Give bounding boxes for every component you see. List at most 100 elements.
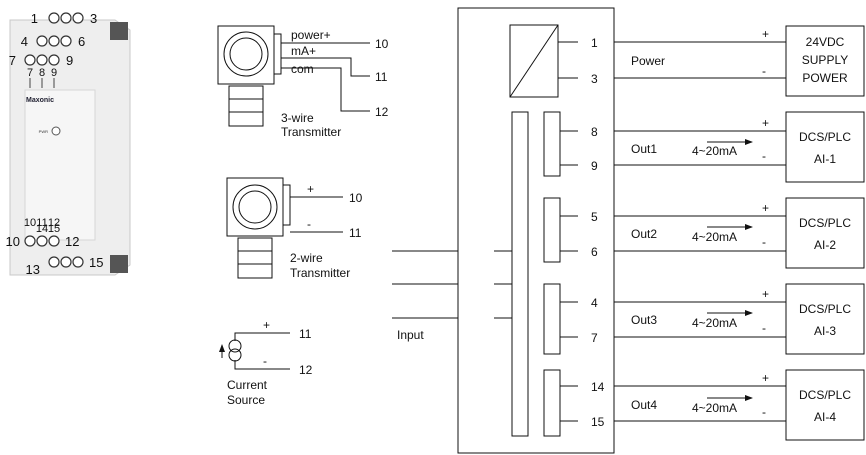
supply-box	[785, 25, 865, 97]
out3-plus: +	[762, 287, 769, 301]
out4-dest-line2: AI-4	[814, 410, 836, 424]
out1-plus: +	[762, 116, 769, 130]
terminal-label-13: 13	[26, 262, 40, 277]
output-block-1	[543, 111, 561, 177]
svg-text:7: 7	[27, 67, 33, 79]
out1-terminal-minus: 9	[591, 159, 598, 173]
dcs-plc-box-2	[785, 197, 865, 269]
out3-signal: 4~20mA	[692, 316, 737, 330]
power-minus: -	[762, 64, 766, 78]
out2-terminal-plus: 5	[591, 210, 598, 224]
svg-text:9: 9	[51, 67, 57, 79]
current-source-icon	[228, 339, 242, 353]
output-4: Out4 4~20mA + - DCS/PLC AI-4	[614, 369, 865, 441]
out1-dest-line2: AI-1	[814, 152, 836, 166]
t3-terminal-11: 11	[375, 70, 388, 84]
power-terminal-3: 3	[591, 72, 598, 86]
top-terminal-screws	[24, 12, 84, 66]
dcs-plc-box-3	[785, 283, 865, 355]
input-isolation-block	[511, 111, 529, 437]
label-com: com	[291, 62, 314, 76]
terminal-label-4: 4	[21, 34, 28, 49]
out4-plus: +	[762, 371, 769, 385]
cs-label-minus: -	[263, 354, 267, 368]
bottom-rail-clip	[110, 255, 128, 273]
bottom-terminal-screws	[24, 235, 84, 268]
out1-minus: -	[762, 149, 766, 163]
dcs-plc-box-1	[785, 111, 865, 183]
out3-minus: -	[762, 321, 766, 335]
out4-terminal-plus: 14	[591, 380, 605, 394]
label-power-plus: power+	[291, 28, 331, 42]
power-indicator-label: PWR	[39, 129, 48, 134]
output-block-2	[543, 197, 561, 263]
terminal-label-12: 12	[65, 234, 79, 249]
caption-3wire-line1: 3-wire	[281, 111, 314, 125]
small-terminal-labels-bottom: 10 11 12 14 15	[24, 217, 60, 235]
power-plus: +	[762, 27, 769, 41]
t2-label-minus: -	[307, 217, 311, 231]
isolator-module: 1 3 8 9 5 6 4 7 14 15	[457, 7, 615, 454]
caption-3wire-line2: Transmitter	[281, 125, 341, 139]
power-led-icon	[51, 126, 61, 136]
input-label: Input	[397, 328, 424, 342]
out2-dest-line2: AI-2	[814, 238, 836, 252]
out3-dest-line1: DCS/PLC	[799, 302, 851, 316]
two-wire-transmitter: + - 10 11 2-wire Transmitter	[226, 177, 363, 280]
current-source: + - 11 12 Current Source	[219, 318, 313, 407]
out2-plus: +	[762, 201, 769, 215]
out4-name: Out4	[631, 398, 657, 412]
brand-logo: Maxonic	[26, 97, 54, 104]
output-2: Out2 4~20mA + - DCS/PLC AI-2	[614, 197, 865, 269]
t2-label-plus: +	[307, 182, 314, 196]
power-label: Power	[631, 54, 665, 68]
top-rail-clip	[110, 22, 128, 40]
transmitter-head-3wire	[217, 25, 275, 85]
out4-minus: -	[762, 405, 766, 419]
label-ma-plus: mA+	[291, 44, 316, 58]
terminal-label-3: 3	[90, 11, 97, 26]
cs-terminal-11: 11	[299, 327, 312, 341]
out1-name: Out1	[631, 142, 657, 156]
dcs-plc-box-4	[785, 369, 865, 441]
small-terminal-labels-top: 7 8 9	[27, 67, 57, 79]
output-3: Out3 4~20mA + - DCS/PLC AI-3	[614, 283, 865, 355]
out2-minus: -	[762, 235, 766, 249]
out3-terminal-plus: 4	[591, 296, 598, 310]
output-block-4	[543, 369, 561, 437]
out4-dest-line1: DCS/PLC	[799, 388, 851, 402]
out4-terminal-minus: 15	[591, 415, 605, 429]
out2-signal: 4~20mA	[692, 230, 737, 244]
supply-line3: POWER	[802, 71, 848, 85]
terminal-label-9: 9	[66, 53, 73, 68]
caption-2wire-line1: 2-wire	[290, 251, 323, 265]
terminal-label-10: 10	[6, 234, 20, 249]
t3-terminal-12: 12	[375, 105, 389, 119]
transmitter-sensor-3wire	[228, 85, 264, 127]
output-block-3	[543, 283, 561, 355]
t2-terminal-11: 11	[349, 226, 362, 240]
caption-current-line1: Current	[227, 378, 268, 392]
supply-line2: SUPPLY	[802, 53, 848, 67]
cs-terminal-12: 12	[299, 363, 313, 377]
out1-dest-line1: DCS/PLC	[799, 130, 851, 144]
three-wire-transmitter: power+ mA+ com 10 11 12 3-wire Transmitt…	[217, 25, 389, 139]
device-front-panel	[24, 89, 96, 241]
out2-terminal-minus: 6	[591, 245, 598, 259]
terminal-label-15: 15	[89, 255, 103, 270]
output-1: Out1 4~20mA + - DCS/PLC AI-1	[614, 111, 865, 183]
out1-signal: 4~20mA	[692, 144, 737, 158]
terminal-label-7: 7	[9, 53, 16, 68]
out2-dest-line1: DCS/PLC	[799, 216, 851, 230]
svg-text:11: 11	[36, 217, 47, 229]
caption-current-line2: Source	[227, 393, 265, 407]
din-rail-device: 1 3 4 6 7 9 7 8 9 Maxonic PWR 10 11 12 1…	[6, 11, 131, 277]
out2-name: Out2	[631, 227, 657, 241]
cs-label-plus: +	[263, 318, 270, 332]
terminal-label-6: 6	[78, 34, 85, 49]
svg-text:10: 10	[24, 217, 36, 229]
svg-text:14: 14	[36, 223, 48, 235]
transmitter-sensor-2wire	[237, 237, 273, 279]
svg-text:15: 15	[48, 223, 60, 235]
